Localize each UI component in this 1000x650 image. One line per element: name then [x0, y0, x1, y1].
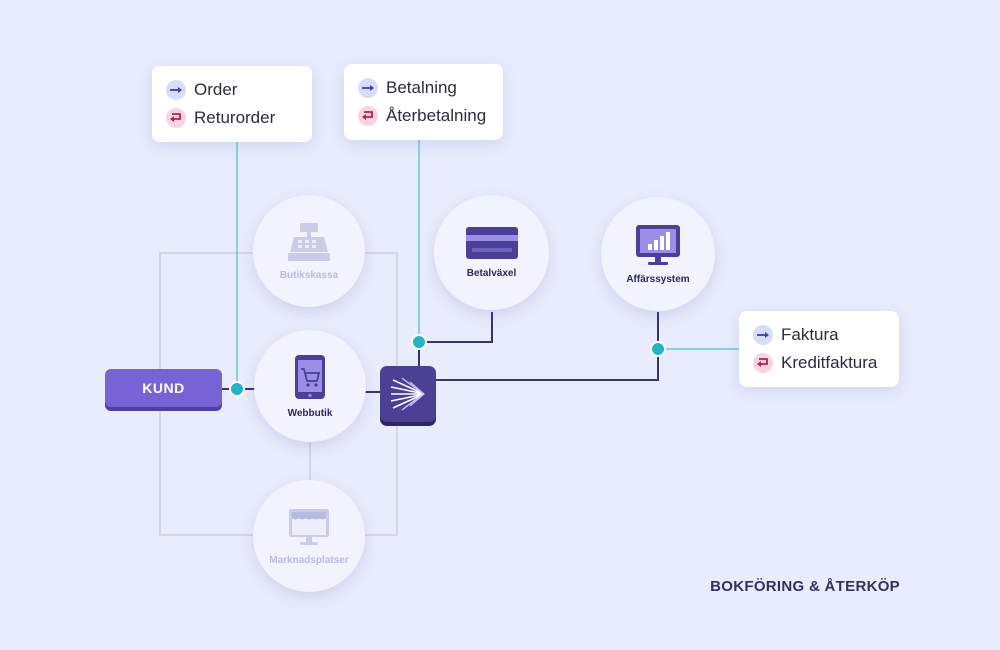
customer-node: KUND [105, 369, 222, 407]
monitor-chart-icon [636, 224, 680, 265]
node-marknadsplatser: Marknadsplatser [253, 480, 365, 592]
legend-row-aterbetalning: Återbetalning [358, 102, 489, 130]
line-hub-betalvaxel [418, 312, 493, 366]
legend-order-label: Order [194, 80, 238, 99]
diagram-title: BOKFÖRING & ÅTERKÖP [710, 578, 900, 595]
credit-card-icon [465, 227, 518, 259]
node-webbutik: Webbutik [254, 330, 366, 442]
legend-row-kreditfaktura: Kreditfaktura [753, 349, 885, 377]
legend-aterbetalning-label: Återbetalning [386, 106, 487, 125]
node-butikskassa: Butikskassa [253, 195, 365, 307]
legend-invoice: Faktura Kreditfaktura [739, 311, 899, 387]
return-arrow-icon [358, 106, 378, 126]
node-affarssystem: Affärssystem [601, 197, 715, 311]
legend-kreditfaktura-label: Kreditfaktura [781, 353, 878, 372]
hub-logo [380, 366, 436, 422]
node-label-butikskassa: Butikskassa [279, 269, 339, 281]
legend-row-faktura: Faktura [753, 321, 885, 349]
connector-dot-order [229, 381, 245, 397]
node-label-affarssystem: Affärssystem [626, 273, 690, 285]
storefront-icon [289, 508, 329, 545]
legend-row-betalning: Betalning [358, 74, 489, 102]
legend-returorder-label: Returorder [194, 108, 276, 127]
connector-dot-invoice [650, 341, 666, 357]
legend-payment: Betalning Återbetalning [344, 64, 503, 140]
arrow-right-icon [166, 80, 186, 100]
node-label-betalvaxel: Betalväxel [466, 268, 517, 279]
tablet-cart-icon [295, 354, 325, 399]
cash-register-icon [288, 222, 330, 261]
node-label-marknadsplatser: Marknadsplatser [269, 554, 349, 566]
node-label-webbutik: Webbutik [287, 407, 333, 419]
legend-faktura-label: Faktura [781, 325, 839, 344]
legend-row-returorder: Returorder [166, 104, 298, 132]
connector-dot-payment [411, 334, 427, 350]
line-hub-affarssystem [436, 312, 659, 381]
logo-arrows-icon [390, 377, 425, 411]
arrow-right-icon [753, 325, 773, 345]
return-arrow-icon [753, 353, 773, 373]
arrow-right-icon [358, 78, 378, 98]
return-arrow-icon [166, 108, 186, 128]
legend-order: Order Returorder [152, 66, 312, 142]
legend-betalning-label: Betalning [386, 78, 457, 97]
node-betalvaxel: Betalväxel [434, 195, 549, 310]
legend-row-order: Order [166, 76, 298, 104]
